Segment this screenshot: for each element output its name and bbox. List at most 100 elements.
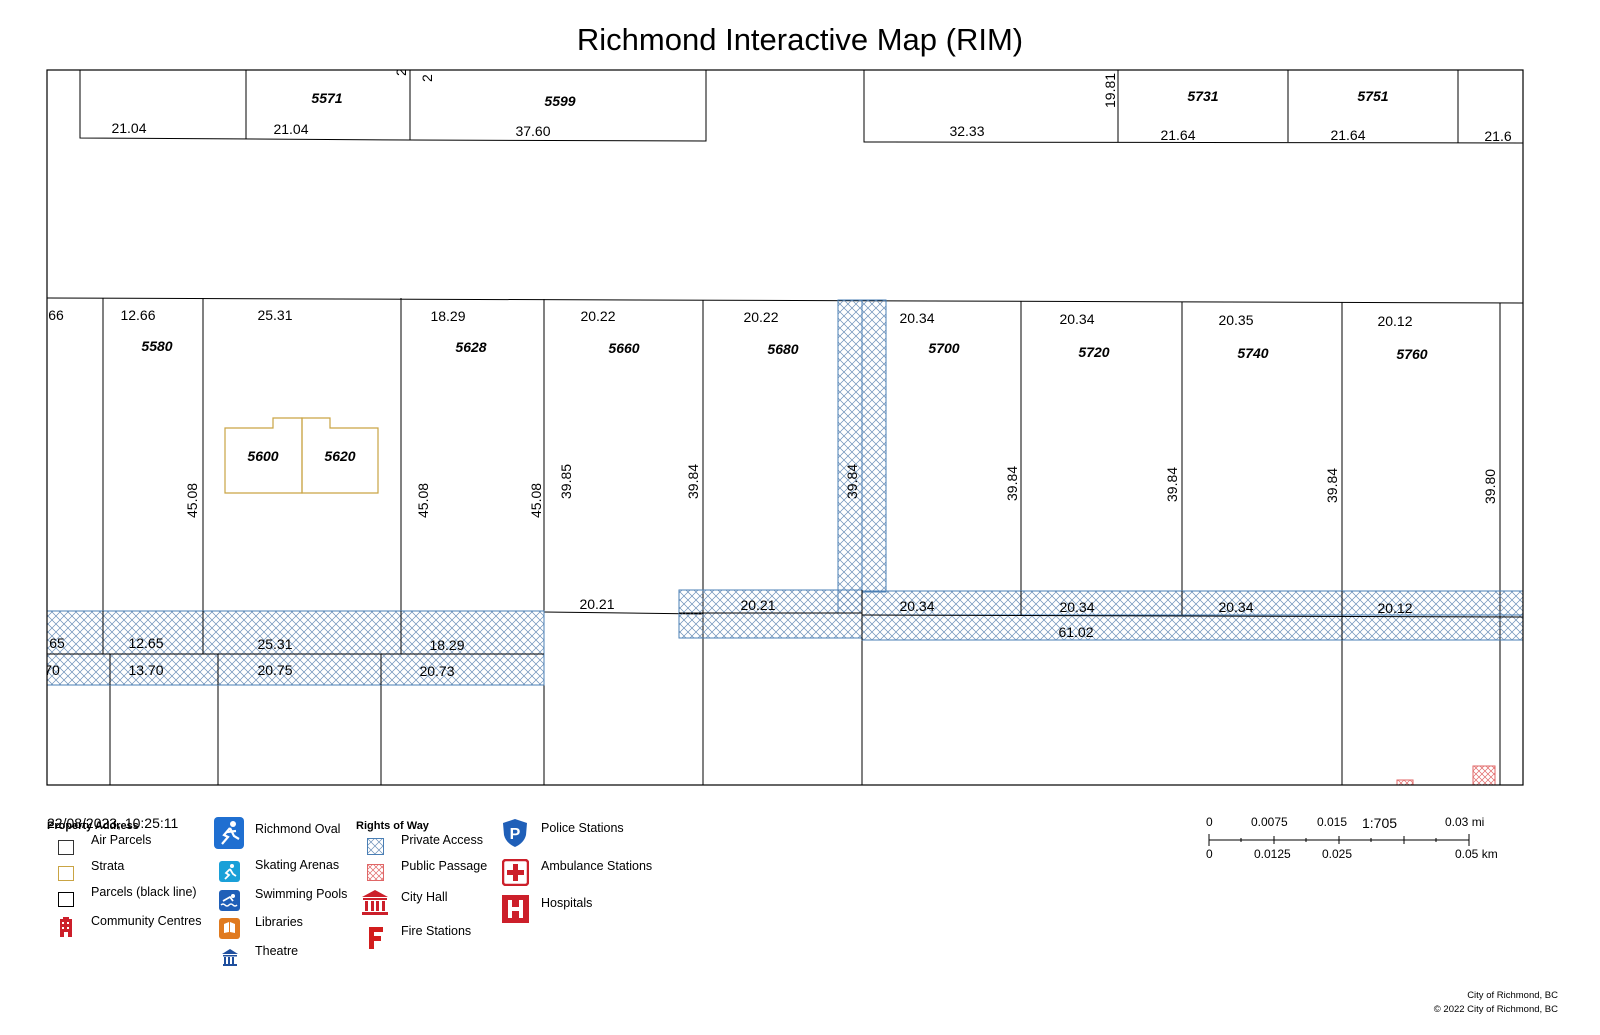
dimension-label: 20.34 bbox=[899, 598, 934, 614]
dimension-label: 39.80 bbox=[1482, 469, 1498, 504]
dimension-label: 18.29 bbox=[429, 637, 464, 653]
map-frame bbox=[46, 69, 1524, 786]
dimension-label: 12.66 bbox=[120, 307, 155, 323]
address-label: 5571 bbox=[311, 90, 342, 106]
timestamp: 22/08/2023, 10:25:11 bbox=[47, 815, 179, 831]
dimension-label: 25.31 bbox=[257, 307, 292, 323]
credits: City of Richmond, BC © 2022 City of Rich… bbox=[1434, 989, 1558, 1017]
main-parcels bbox=[47, 297, 1523, 785]
dimension-label: 39.84 bbox=[1164, 467, 1180, 502]
strata-address-label: 5600 bbox=[247, 448, 278, 464]
strata-address-label: 5620 bbox=[324, 448, 355, 464]
dimension-label: 21.64 bbox=[1330, 127, 1365, 143]
private-access-areas bbox=[47, 299, 1523, 686]
public-passage-swatch bbox=[367, 864, 384, 881]
address-label: 5580 bbox=[141, 338, 172, 354]
dimension-label: 21.04 bbox=[273, 121, 308, 137]
address-label: 5660 bbox=[608, 340, 639, 356]
dimension-label: 39.84 bbox=[844, 464, 860, 499]
dimension-label: 20.22 bbox=[743, 309, 778, 325]
scale-mi-1: 0.0075 bbox=[1251, 815, 1288, 829]
dimension-label: 12.65 bbox=[128, 635, 163, 651]
address-label: 5700 bbox=[928, 340, 959, 356]
dimension-label: 20.34 bbox=[899, 310, 934, 326]
dimension-label: 65 bbox=[49, 635, 65, 651]
map-frame-content: 5571 5599 5731 5751 21.04 21.04 37.60 32.33 21.6… bbox=[44, 68, 1523, 785]
dimension-label: 19.81 bbox=[1102, 73, 1118, 108]
private-access-swatch bbox=[367, 838, 384, 855]
police-station-icon: P bbox=[503, 819, 527, 847]
dimension-label: 18.29 bbox=[430, 308, 465, 324]
credit-line: City of Richmond, BC bbox=[1467, 990, 1558, 1001]
dimension-label: 39.84 bbox=[1004, 466, 1020, 501]
scale-bar bbox=[1208, 834, 1470, 846]
dimension-label: 20.34 bbox=[1059, 311, 1094, 327]
svg-text:P: P bbox=[510, 826, 521, 843]
dimension-label: 61.02 bbox=[1058, 624, 1093, 640]
scale-km-1: 0.0125 bbox=[1254, 847, 1291, 861]
legend-heading-property-address: Property Address bbox=[47, 820, 139, 832]
city-hall-icon bbox=[362, 890, 388, 915]
dimension-label: 13.70 bbox=[128, 662, 163, 678]
address-label: 5740 bbox=[1237, 345, 1268, 361]
dimension-label: 21.04 bbox=[111, 120, 146, 136]
dimension-label: 39.84 bbox=[685, 464, 701, 499]
dimension-label: 20.35 bbox=[1218, 312, 1253, 328]
scale-ratio: 1:705 bbox=[1362, 815, 1398, 831]
dimension-label: 20.34 bbox=[1218, 599, 1253, 615]
dimension-label: 20.21 bbox=[740, 597, 775, 613]
strata-buildings bbox=[224, 417, 379, 494]
address-label: 5720 bbox=[1078, 344, 1109, 360]
dimension-label: 2 bbox=[419, 74, 435, 82]
air-parcels-swatch bbox=[58, 840, 74, 855]
dimension-label: 20.21 bbox=[579, 596, 614, 612]
address-label: 5680 bbox=[767, 341, 798, 357]
hospital-icon bbox=[502, 895, 529, 923]
swimming-pool-icon bbox=[219, 890, 240, 911]
address-label: 5599 bbox=[544, 93, 575, 109]
address-label: 5731 bbox=[1187, 88, 1218, 104]
dimension-label: 20.75 bbox=[257, 662, 292, 678]
address-label: 5628 bbox=[455, 339, 486, 355]
dimension-label: 66 bbox=[48, 307, 64, 323]
theatre-icon bbox=[222, 949, 238, 966]
dimension-label: 37.60 bbox=[515, 123, 550, 139]
dimension-label: 39.84 bbox=[1324, 468, 1340, 503]
dimension-label: 45.08 bbox=[415, 483, 431, 518]
scale-mi-3: 0.03 mi bbox=[1445, 815, 1485, 829]
dimension-label: 20.12 bbox=[1377, 313, 1412, 329]
dimension-label: 20.73 bbox=[419, 663, 454, 679]
strata-swatch bbox=[58, 866, 74, 881]
dimension-label: 45.08 bbox=[184, 483, 200, 518]
legend-heading-rights-of-way: Rights of Way bbox=[356, 820, 429, 832]
richmond-oval-icon bbox=[214, 817, 244, 849]
fire-station-icon bbox=[369, 927, 383, 949]
public-passage-area bbox=[1396, 779, 1414, 785]
scale-mi-2: 0.015 bbox=[1317, 815, 1348, 829]
dimension-label: 20.34 bbox=[1059, 599, 1094, 615]
community-centre-icon bbox=[60, 917, 72, 937]
scale-km-2: 0.025 bbox=[1322, 847, 1353, 861]
dimension-label: 20.12 bbox=[1377, 600, 1412, 616]
dimension-label: 20.22 bbox=[580, 308, 615, 324]
map-title: Richmond Interactive Map (RIM) bbox=[576, 22, 1024, 57]
address-label: 5751 bbox=[1357, 88, 1388, 104]
skating-arena-icon bbox=[219, 861, 240, 882]
address-label: 5760 bbox=[1396, 346, 1427, 362]
scale-km-3: 0.05 km bbox=[1455, 847, 1498, 861]
parcels-swatch bbox=[58, 892, 74, 907]
public-passage-area bbox=[1472, 765, 1496, 785]
dimension-label: 45.08 bbox=[528, 483, 544, 518]
dimension-label: 32.33 bbox=[949, 123, 984, 139]
scale-mi-0: 0 bbox=[1206, 815, 1213, 829]
library-icon bbox=[219, 918, 240, 939]
credit-line: © 2022 City of Richmond, BC bbox=[1433, 1004, 1558, 1015]
scale-km-0: 0 bbox=[1206, 847, 1213, 861]
dimension-label: 2 bbox=[393, 68, 409, 76]
dimension-label: 25.31 bbox=[257, 636, 292, 652]
top-parcels bbox=[79, 70, 1523, 144]
dimension-label: 70 bbox=[44, 662, 60, 678]
dimension-label: 21.6 bbox=[1484, 128, 1511, 144]
dimension-label: 21.64 bbox=[1160, 127, 1195, 143]
